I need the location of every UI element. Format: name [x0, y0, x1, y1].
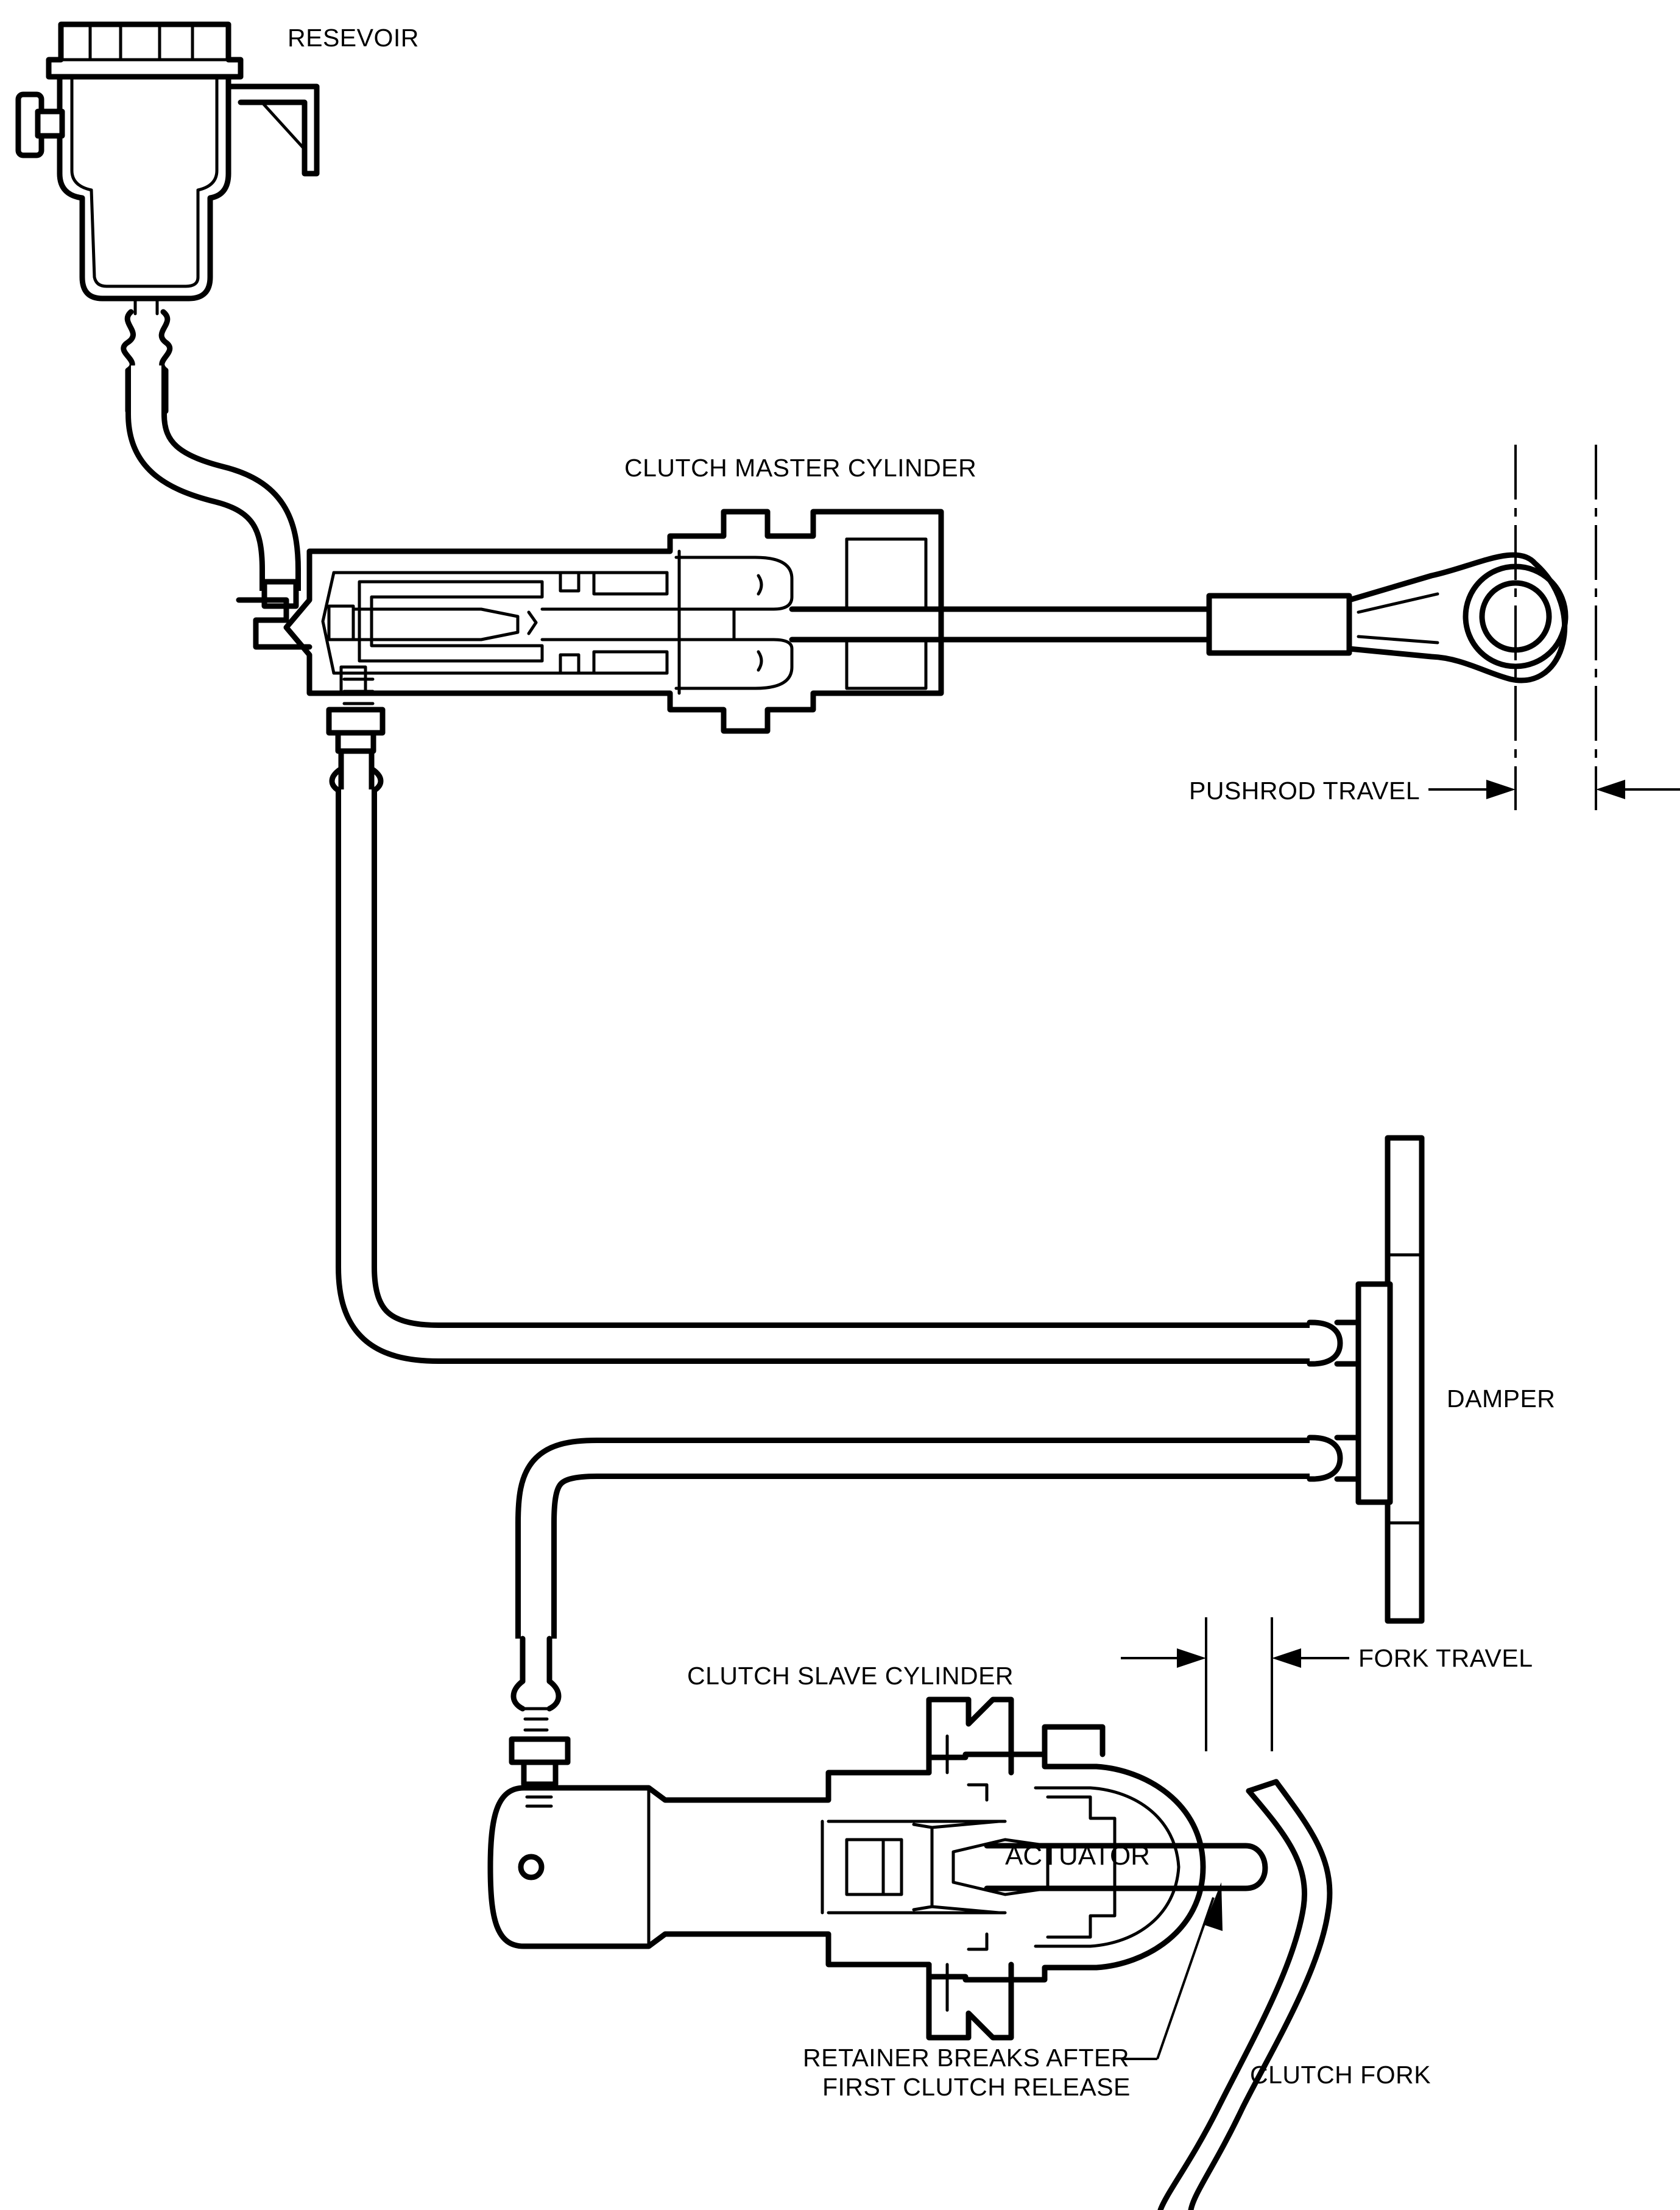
slave-cylinder-label: CLUTCH SLAVE CYLINDER — [687, 1662, 1014, 1690]
damper-label: DAMPER — [1447, 1385, 1555, 1413]
actuator-label: ACTUATOR — [1005, 1841, 1150, 1871]
pressure-line-damper-to-slave — [509, 1435, 1361, 1808]
arrow-up-icon — [1204, 1882, 1223, 1931]
retainer-label-line2: FIRST CLUTCH RELEASE — [822, 2073, 1131, 2101]
retainer-leader — [1121, 1882, 1223, 2060]
actuator-rod: ACTUATOR — [984, 1841, 1268, 1891]
pushrod-travel-dimension — [1428, 445, 1680, 810]
clutch-fork-label: CLUTCH FORK — [1250, 2061, 1431, 2089]
reservoir-label: RESEVOIR — [288, 24, 419, 52]
pressure-line-master-to-damper — [326, 677, 1361, 1367]
arrow-right-icon — [1177, 1648, 1206, 1668]
arrow-left-icon — [1596, 780, 1625, 799]
clutch-master-cylinder — [236, 509, 944, 734]
clutch-slave-cylinder — [487, 1696, 1206, 2041]
reservoir — [15, 21, 320, 316]
master-cylinder-label: CLUTCH MASTER CYLINDER — [624, 454, 976, 482]
pushrod — [789, 552, 1569, 683]
arrow-right-icon — [1486, 780, 1516, 799]
fork-travel-label: FORK TRAVEL — [1358, 1644, 1533, 1672]
damper — [1355, 1135, 1425, 1624]
reservoir-feed-hose — [121, 309, 301, 609]
arrow-left-icon — [1272, 1648, 1301, 1668]
fork-travel-dimension — [1121, 1617, 1349, 1751]
retainer-label-line1: RETAINER BREAKS AFTER — [803, 2044, 1129, 2072]
pushrod-travel-label: PUSHROD TRAVEL — [1189, 777, 1420, 805]
clutch-fork — [1157, 1779, 1333, 2210]
